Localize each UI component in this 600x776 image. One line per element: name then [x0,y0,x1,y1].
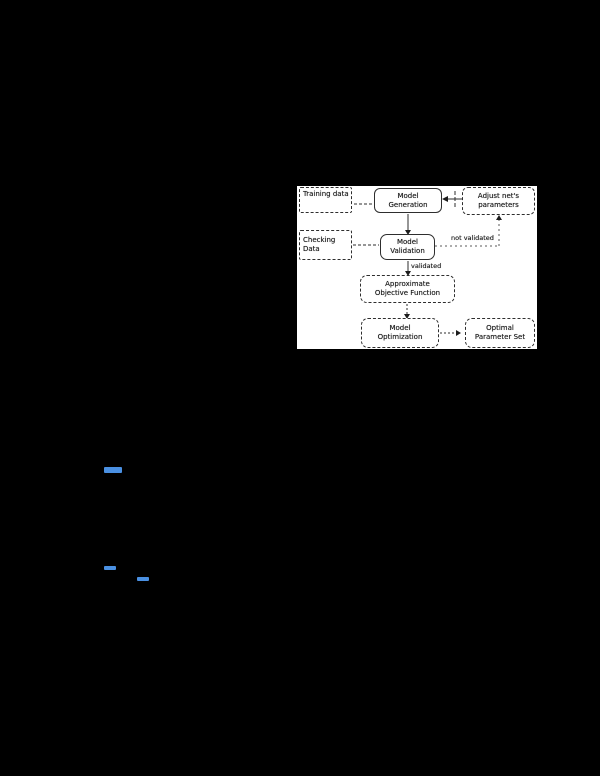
node-adjust-net-parameters: Adjust net's parameters [462,187,535,215]
node-label: parameters [478,201,519,209]
node-label: Optimization [377,333,423,341]
arrowhead-into-optimization [404,314,410,319]
node-label: Optimal [486,324,514,332]
arrowhead-into-parameter-set [456,330,461,336]
flowchart-edges [353,191,502,336]
node-label: Objective Function [374,289,441,297]
node-label: Parameter Set [474,333,526,341]
node-optimal-parameter-set: Optimal Parameter Set [465,318,535,348]
node-label: Model [397,191,419,200]
node-label: Generation [388,200,428,209]
node-label: Data [303,245,320,253]
arrowhead-into-generation [442,196,448,202]
node-model-generation: Model Generation [374,188,442,213]
edge-not-validated-feedback [435,219,500,247]
node-label: Checking [303,236,336,244]
node-model-optimization: Model Optimization [361,318,439,348]
node-checking-data: Checking Data [299,230,352,260]
node-label: Adjust net's [477,192,520,200]
node-label: Model [389,324,411,332]
node-label: Training data [303,190,349,198]
flowchart-figure: Training data Model Generation Adjust ne… [297,186,537,349]
node-model-validation: Model Validation [380,234,435,260]
hyperlink-fragment-2[interactable] [104,566,116,570]
edge-label-validated: validated [411,262,442,270]
node-training-data: Training data [299,187,352,213]
arrowhead-into-objective [405,271,411,276]
node-label: Approximate [385,280,430,288]
arrowhead-into-adjust [496,215,502,220]
node-label: Model [396,238,419,246]
node-label: Validation [390,247,425,255]
hyperlink-fragment-1[interactable] [104,467,122,473]
node-approximate-objective-function: Approximate Objective Function [360,275,455,303]
edge-label-not-validated: not validated [451,234,494,242]
arrowhead-into-validation [405,230,411,235]
hyperlink-fragment-3[interactable] [137,577,149,581]
